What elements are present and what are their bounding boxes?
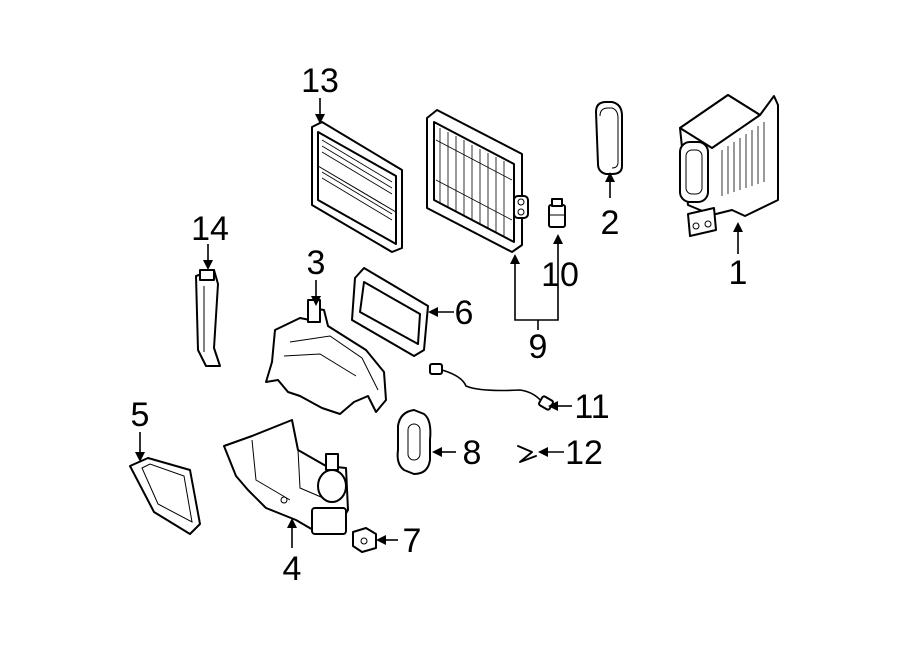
part-6-seal-frame[interactable]	[351, 267, 429, 357]
callout-9: 9	[529, 328, 548, 366]
callout-labels: 1 2 3 4 5 6 7 8 9 10 11 12 13 14	[131, 62, 748, 588]
part-14-duct[interactable]	[195, 269, 221, 367]
part-9-evaporator[interactable]	[426, 109, 529, 253]
callout-2: 2	[601, 204, 620, 242]
callout-11: 11	[574, 388, 609, 426]
callout-8: 8	[463, 434, 482, 472]
callout-1: 1	[729, 254, 748, 292]
callout-10: 10	[541, 256, 579, 294]
callout-5: 5	[131, 396, 150, 434]
leader-lines	[135, 98, 743, 548]
callout-7: 7	[403, 522, 422, 560]
callout-14: 14	[191, 210, 229, 248]
callout-6: 6	[455, 294, 474, 332]
part-1-hvac-case[interactable]	[679, 94, 779, 237]
part-3-upper-housing[interactable]	[265, 299, 387, 415]
callout-4: 4	[283, 550, 302, 588]
part-10-expansion-valve[interactable]	[548, 198, 566, 228]
part-5-duct-seal[interactable]	[129, 457, 201, 535]
part-11-sensor[interactable]	[429, 363, 554, 411]
callout-13: 13	[301, 62, 339, 100]
part-13-filter[interactable]	[311, 121, 403, 253]
callout-12: 12	[565, 434, 603, 472]
part-12-clip[interactable]	[517, 445, 537, 463]
part-7-nut[interactable]	[352, 527, 377, 553]
part-4-lower-housing[interactable]	[223, 419, 349, 535]
part-2-seal[interactable]	[595, 101, 623, 175]
part-8-grommet[interactable]	[396, 409, 432, 475]
callout-3: 3	[307, 244, 326, 282]
